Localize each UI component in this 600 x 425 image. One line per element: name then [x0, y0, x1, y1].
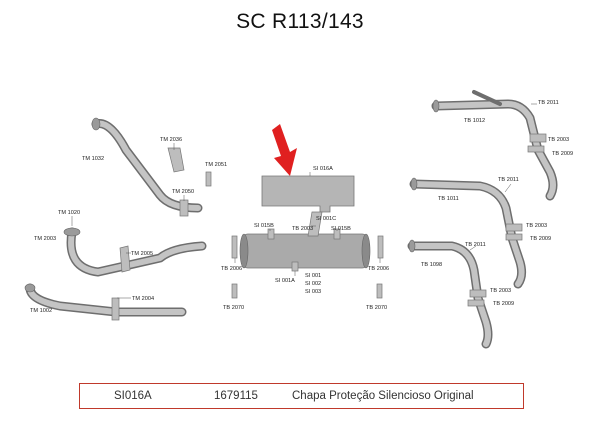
diagram-title: SC R113/143: [236, 10, 364, 33]
label-tm1002: TM 1002: [30, 308, 52, 314]
label-tb2070-left: TB 2070: [223, 305, 244, 311]
part-tb2006-left: [231, 235, 238, 259]
part-tb2009-clamp-a: [527, 145, 545, 153]
label-tb2009-b: TB 2009: [530, 236, 551, 242]
label-tm2050: TM 2050: [172, 189, 194, 195]
label-tb2011-b: TB 2011: [498, 177, 519, 183]
label-tb2003-c: TB 2003: [490, 288, 511, 294]
part-si016a-shield: [261, 175, 355, 213]
label-si016a: SI 016A: [313, 166, 333, 172]
part-tb2070-left: [231, 283, 238, 299]
part-tm2005-bracket: [119, 245, 131, 273]
label-si001: SI 001: [305, 273, 321, 279]
label-tb1011: TB 1011: [438, 196, 459, 202]
legend-part-code: SI016A: [114, 390, 152, 402]
part-si001-silencer: [239, 211, 371, 272]
label-si015b-left: SI 015B: [254, 223, 274, 229]
red-arrow-marker: [272, 124, 297, 176]
label-tb2003-b: TB 2003: [526, 223, 547, 229]
part-tb2003-clamp-b: [505, 223, 523, 232]
part-tm2036-bracket: [167, 147, 185, 173]
part-tb2003-clamp-c: [469, 289, 487, 298]
label-tm2004: TM 2004: [132, 296, 154, 302]
part-tb1012-pipe: [431, 90, 558, 201]
label-tb2009-c: TB 2009: [493, 301, 514, 307]
label-tb2009-a: TB 2009: [552, 151, 573, 157]
part-tm1002-pipe: [24, 283, 187, 317]
label-tm1032: TM 1032: [82, 156, 104, 162]
part-tm2051-bracket: [205, 171, 212, 187]
label-tm2036: TM 2036: [160, 137, 182, 143]
part-tm2004-clamp: [111, 297, 120, 321]
part-tm2005-pipe: [63, 227, 207, 277]
label-tb2011-a: TB 2011: [538, 100, 559, 106]
part-tb2070-right: [376, 283, 383, 299]
leader-lines: [71, 103, 537, 299]
label-si003: SI 003: [305, 289, 321, 295]
label-tm1020: TM 1020: [58, 210, 80, 216]
part-tb2009-clamp-b: [505, 233, 523, 241]
label-tb2003-a: TB 2003: [548, 137, 569, 143]
part-tb2009-clamp-c: [467, 299, 485, 307]
part-tb1098-pipe: [407, 239, 493, 349]
label-tb1012: TB 1012: [464, 118, 485, 124]
label-tb2006-right: TB 2006: [368, 266, 389, 272]
label-si002: SI 002: [305, 281, 321, 287]
label-si015b-right: SI 015B: [331, 226, 351, 232]
label-tm2005: TM 2005: [131, 251, 153, 257]
label-tb1098: TB 1098: [421, 262, 442, 268]
part-tb2003-clamp-a: [529, 133, 547, 143]
legend-part-number: 1679115: [214, 390, 258, 402]
label-tb2003-center: TB 2003: [292, 226, 313, 232]
part-tb1011-pipe: [409, 177, 527, 289]
label-tb2006-left: TB 2006: [221, 266, 242, 272]
label-si001a: SI 001A: [275, 278, 295, 284]
label-tb2011-c: TB 2011: [465, 242, 486, 248]
label-si001c: SI 001C: [316, 216, 336, 222]
label-tb2070-right: TB 2070: [366, 305, 387, 311]
part-legend-box: SI016A 1679115 Chapa Proteção Silencioso…: [79, 383, 524, 409]
legend-part-description: Chapa Proteção Silencioso Original: [292, 390, 474, 402]
label-tm2051: TM 2051: [205, 162, 227, 168]
part-tm2050-clamp: [179, 199, 189, 217]
label-tm2003: TM 2003: [34, 236, 56, 242]
part-tb2006-right: [377, 235, 384, 259]
